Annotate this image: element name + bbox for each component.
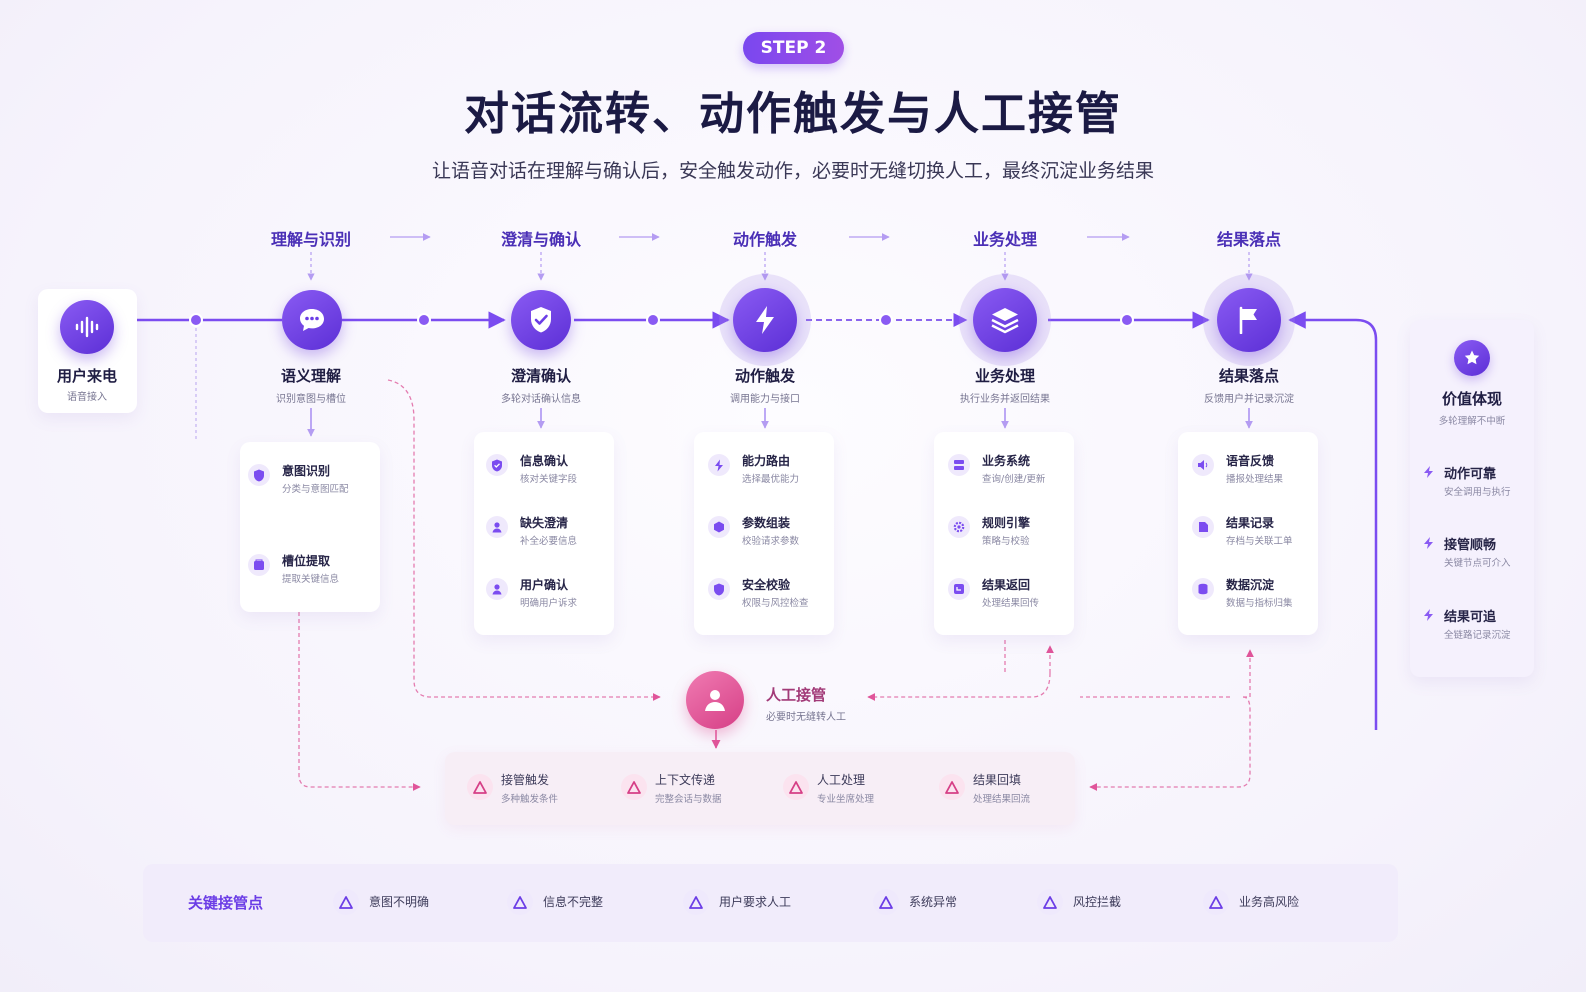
shield-icon [708, 578, 730, 600]
page-subtitle: 让语音对话在理解与确认后，安全触发动作，必要时无缝切换人工，最终沉淀业务结果 [431, 160, 1154, 182]
phase-heading-clarify: 澄清与确认 [500, 230, 581, 249]
shield-check-icon[interactable] [511, 290, 571, 350]
warning-triangle-icon [1203, 889, 1229, 915]
layers-icon[interactable] [973, 288, 1037, 352]
sub-card-business: 业务系统 查询/创建/更新 规则引擎 策略与校验 结果返回 处理结果回传 [934, 432, 1074, 635]
keypoint-item[interactable]: 意图不明确 [333, 889, 429, 915]
sub-card-action: 能力路由 选择最优能力 参数组装 校验请求参数 安全校验 权限与风控检查 [694, 432, 834, 635]
value-panel: 价值体现 多轮理解不中断 动作可靠 安全调用与执行 接管顺畅 关键节点可介入 结… [1410, 320, 1534, 677]
step-sub-business: 执行业务并返回结果 [960, 394, 1050, 405]
value-sub: 多轮理解不中断 [1438, 416, 1506, 427]
keypoints-label: 关键接管点 [188, 894, 264, 912]
sub-item[interactable]: 结果记录 存档与关联工单 [1192, 516, 1293, 547]
step-sub-action: 调用能力与接口 [730, 394, 800, 405]
sub-card-semantic: 意图识别 分类与意图匹配 槽位提取 提取关键信息 [240, 442, 380, 612]
warning-triangle-icon [467, 774, 493, 800]
shield-check-icon [486, 454, 508, 476]
phase-heading-understand: 理解与识别 [270, 230, 351, 249]
step-label-clarify: 澄清确认 [510, 367, 571, 385]
sub-item[interactable]: 参数组装 校验请求参数 [708, 516, 799, 547]
speaker-icon [1192, 454, 1214, 476]
value-title: 价值体现 [1441, 390, 1502, 408]
step-label-result: 结果落点 [1218, 367, 1279, 385]
server-icon [948, 454, 970, 476]
warning-triangle-icon [783, 774, 809, 800]
step-label-semantic: 语义理解 [280, 367, 341, 385]
box-icon [248, 554, 270, 576]
step-sub-clarify: 多轮对话确认信息 [501, 394, 581, 405]
sub-item[interactable]: 业务系统 查询/创建/更新 [948, 454, 1045, 485]
handoff-item[interactable]: 人工处理 专业坐席处理 [783, 773, 874, 805]
phase-heading-business: 业务处理 [972, 230, 1037, 249]
return-icon [948, 578, 970, 600]
sub-item[interactable]: 缺失澄清 补全必要信息 [486, 516, 577, 547]
handoff-item[interactable]: 上下文传递 完整会话与数据 [621, 773, 722, 805]
human-sub: 必要时无缝转人工 [766, 712, 846, 723]
lightning-badge-icon [1424, 466, 1433, 478]
warning-triangle-icon [683, 889, 709, 915]
user-icon [486, 578, 508, 600]
chat-bubble-icon[interactable] [282, 290, 342, 350]
person-icon[interactable] [686, 671, 744, 729]
step-label-business: 业务处理 [974, 367, 1035, 385]
star-icon [1454, 340, 1490, 376]
step-sub-semantic: 识别意图与槽位 [276, 394, 346, 405]
lightning-icon [708, 454, 730, 476]
sub-item[interactable]: 意图识别 分类与意图匹配 [248, 464, 349, 495]
human-title: 人工接管 [766, 686, 827, 704]
phase-heading-action: 动作触发 [732, 230, 797, 249]
warning-triangle-icon [939, 774, 965, 800]
sub-item[interactable]: 安全校验 权限与风控检查 [708, 578, 809, 609]
sub-item[interactable]: 槽位提取 提取关键信息 [248, 554, 339, 585]
warning-triangle-icon [621, 774, 647, 800]
sub-card-clarify: 信息确认 核对关键字段 缺失澄清 补全必要信息 用户确认 明确用户诉求 [474, 432, 614, 635]
phase-heading-result: 结果落点 [1216, 230, 1281, 249]
keypoints-bar: 关键接管点 意图不明确 信息不完整 用户要求人工 系统异常 风控拦截 业务高风险 [143, 864, 1398, 942]
user-question-icon [486, 516, 508, 538]
keypoint-item[interactable]: 用户要求人工 [683, 889, 791, 915]
hexagon-icon [708, 516, 730, 538]
keypoint-item[interactable]: 信息不完整 [507, 889, 603, 915]
shield-icon [248, 464, 270, 486]
entry-card[interactable]: 用户来电 语音接入 [38, 289, 137, 413]
sub-item[interactable]: 规则引擎 策略与校验 [948, 516, 1030, 547]
sub-item[interactable]: 数据沉淀 数据与指标归集 [1192, 578, 1293, 609]
lightning-badge-icon [1424, 609, 1433, 621]
database-icon [1192, 578, 1214, 600]
step-badge: STEP 2 [743, 32, 844, 64]
keypoint-item[interactable]: 业务高风险 [1203, 889, 1299, 915]
lightning-badge-icon [1424, 537, 1433, 549]
sub-item[interactable]: 结果返回 处理结果回传 [948, 578, 1039, 609]
warning-triangle-icon [873, 889, 899, 915]
step-sub-result: 反馈用户并记录沉淀 [1204, 394, 1294, 405]
sub-item[interactable]: 语音反馈 播报处理结果 [1192, 454, 1283, 485]
entry-label: 用户来电 [56, 367, 117, 385]
entry-sub: 语音接入 [67, 392, 107, 403]
gear-icon [948, 516, 970, 538]
flag-icon[interactable] [1217, 288, 1281, 352]
lightning-icon[interactable] [733, 288, 797, 352]
handoff-item[interactable]: 接管触发 多种触发条件 [467, 773, 558, 805]
sub-item[interactable]: 能力路由 选择最优能力 [708, 454, 799, 485]
page-title: 对话流转、动作触发与人工接管 [463, 87, 1122, 140]
step-label-action: 动作触发 [734, 367, 795, 385]
handoff-strip: 接管触发 多种触发条件 上下文传递 完整会话与数据 人工处理 专业坐席处理 结果… [445, 752, 1075, 825]
warning-triangle-icon [1037, 889, 1063, 915]
sub-item[interactable]: 用户确认 明确用户诉求 [486, 578, 577, 609]
warning-triangle-icon [333, 889, 359, 915]
sub-card-result: 语音反馈 播报处理结果 结果记录 存档与关联工单 数据沉淀 数据与指标归集 [1178, 432, 1318, 635]
document-icon [1192, 516, 1214, 538]
warning-triangle-icon [507, 889, 533, 915]
sub-item[interactable]: 信息确认 核对关键字段 [486, 454, 577, 485]
keypoint-item[interactable]: 风控拦截 [1037, 889, 1121, 915]
waveform-icon [60, 300, 114, 354]
keypoint-item[interactable]: 系统异常 [873, 889, 957, 915]
handoff-item[interactable]: 结果回填 处理结果回流 [939, 773, 1030, 805]
